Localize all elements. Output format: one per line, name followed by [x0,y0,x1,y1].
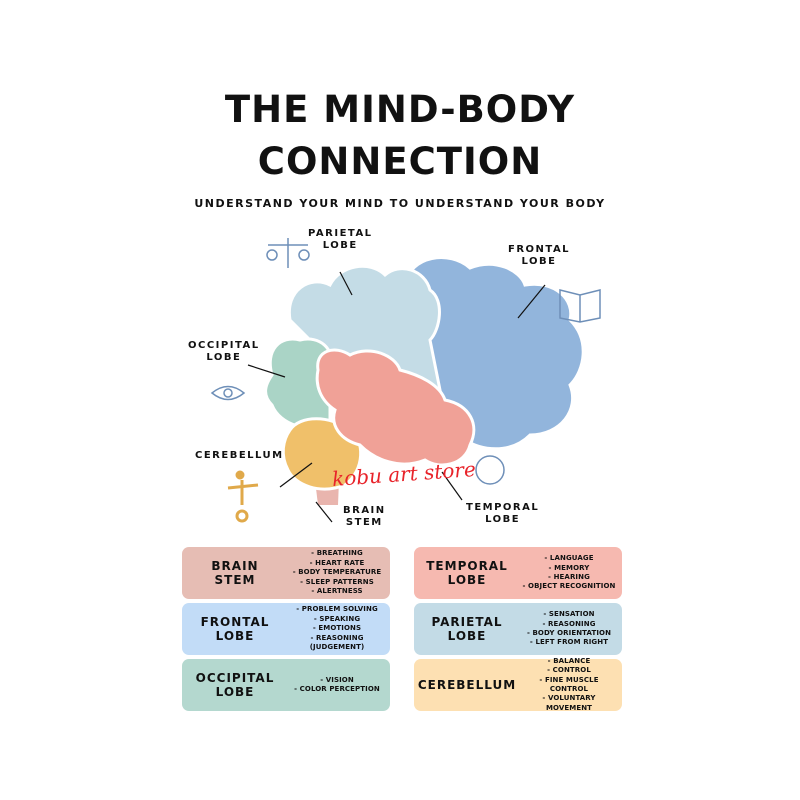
card-title: FRONTAL LOBE [200,615,270,643]
eye-icon [210,385,246,401]
function-item: - REASONING [542,619,596,628]
book-icon [559,289,601,323]
label-text: PARIETAL LOBE [308,228,373,251]
card-function-list: - LANGUAGE- MEMORY- HEARING- OBJECT RECO… [520,554,618,592]
brain-illustration [210,238,601,523]
label-occipital: OCCIPITAL LOBE [188,340,260,364]
title: THE MIND-BODY CONNECTION [0,84,800,188]
function-item: - HEART RATE [309,558,365,567]
function-item: - VISION [320,675,354,684]
card-parietal-lobe: PARIETAL LOBE - SENSATION- REASONING- BOD… [414,603,622,655]
card-occipital-lobe: OCCIPITAL LOBE - VISION- COLOR PERCEPTION [182,659,390,711]
card-title: OCCIPITAL LOBE [195,671,275,699]
parietal-lobe-shape [287,264,442,393]
function-item: - LANGUAGE [544,554,594,563]
function-item: - SLEEP PATTERNS [300,577,374,586]
function-item: - LEFT FROM RIGHT [529,638,609,647]
title-line-1: THE MIND-BODY [224,88,576,131]
function-item: - BODY TEMPERATURE [292,568,382,577]
card-function-list: - SENSATION- REASONING- BODY ORIENTATION… [520,610,618,648]
card-function-list: - PROBLEM SOLVING- SPEAKING- EMOTIONS- R… [288,605,386,652]
head-stars-icon [475,455,505,485]
function-item: - CONTROL [547,666,591,675]
card-frontal-lobe: FRONTAL LOBE- PROBLEM SOLVING- SPEAKING-… [182,603,390,655]
scale-icon [266,238,310,268]
card-title: PARIETAL LOBE [431,615,503,643]
function-item: - BREATHING [311,549,363,558]
label-text: FRONTAL LOBE [508,244,571,267]
function-item: - BALANCE [547,656,591,665]
temporal-lobe-shape [315,348,476,467]
function-item: - FINE MUSCLE CONTROL [539,675,599,693]
card-function-list: - BALANCE- CONTROL- FINE MUSCLE CONTROL-… [520,657,618,713]
function-item: - ALERTNESS [311,587,363,596]
balance-person-icon [227,470,259,523]
label-brain-stem: BRAIN STEM [343,505,386,529]
icons [210,238,601,485]
card-function-list: - BREATHING- HEART RATE- BODY TEMPERATUR… [288,549,386,596]
function-item: - PROBLEM SOLVING [296,605,378,614]
function-item: - SENSATION [543,610,595,619]
label-cerebellum: CEREBELLUM [195,450,284,461]
function-item: - SPEAKING [313,614,361,623]
label-parietal: PARIETAL LOBE [308,228,373,252]
card-brain-stem: BRAIN STEM - BREATHING- HEART RATE- BODY … [182,547,390,599]
label-frontal: FRONTAL LOBE [508,244,570,268]
subtitle: UNDERSTAND YOUR MIND TO UNDERSTAND YOUR … [194,197,606,210]
card-cerebellum: CEREBELLUM- BALANCE- CONTROL- FINE MUSCL… [414,657,622,713]
card-title: BRAIN STEM [211,559,259,587]
function-item: - BODY ORIENTATION [526,629,612,637]
function-item: - REASONING (JUDGEMENT) [309,633,365,652]
function-item: - OBJECT RECOGNITION [522,582,616,591]
card-temporal-lobe: TEMPORAL LOBE - LANGUAGE- MEMORY- HEARING… [414,547,622,599]
card-function-list: - VISION- COLOR PERCEPTION [288,676,386,695]
title-line-2: CONNECTION [257,140,543,183]
card-title: TEMPORAL LOBE [426,559,508,587]
function-item: - HEARING [548,573,590,581]
label-text: TEMPORAL LOBE [466,502,540,525]
label-temporal: TEMPORAL LOBE [466,502,539,526]
label-text: OCCIPITAL LOBE [188,340,260,363]
function-item: - MEMORY [548,563,590,572]
function-item: - COLOR PERCEPTION [294,685,380,693]
label-text: BRAIN STEM [343,505,386,528]
card-title: CEREBELLUM [417,678,517,692]
function-item: - VOLUNTARY MOVEMENT [542,694,596,712]
function-item: - EMOTIONS [312,624,362,633]
